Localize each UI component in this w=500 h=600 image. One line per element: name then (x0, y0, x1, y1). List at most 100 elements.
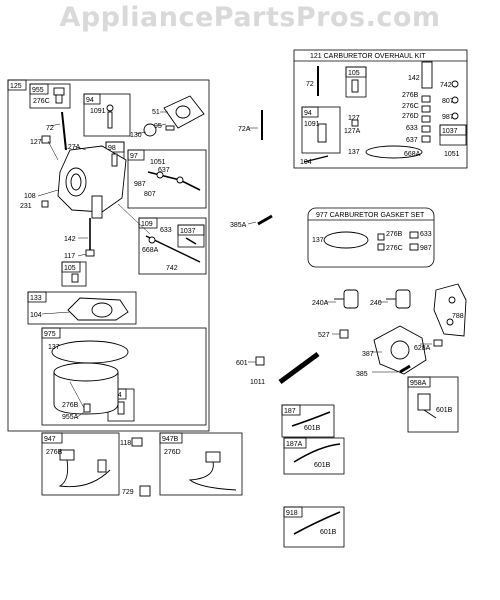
part-label-51: 51 (152, 109, 160, 116)
box-overhaul-kit (293, 49, 468, 169)
part-label-527: 527 (318, 332, 330, 339)
box-125 (7, 79, 210, 432)
gasket-label-633: 633 (420, 231, 432, 238)
part-label-601b-187a: 601B (314, 462, 331, 469)
kit-label-987: 987 (442, 114, 454, 121)
part-label-601b-958a: 601B (436, 407, 453, 414)
box-975 (41, 327, 207, 426)
kit-label-637: 637 (406, 137, 418, 144)
part-240a-filter (343, 289, 359, 309)
box-918 (283, 506, 345, 548)
part-label-108: 108 (24, 193, 36, 200)
label-98: 98 (108, 145, 116, 152)
part-label-95: 95 (154, 123, 162, 130)
box-947 (41, 432, 120, 496)
part-label-955a: 955A (62, 414, 79, 421)
part-label-142: 142 (64, 236, 76, 243)
watermark: AppliancePartsPros.com (59, 2, 441, 33)
part-label-788: 788 (452, 313, 464, 320)
part-label-117: 117 (64, 253, 75, 260)
label-overhaul-kit: 121 CARBURETOR OVERHAUL KIT (310, 53, 426, 60)
kit-label-142: 142 (408, 75, 420, 82)
label-109: 109 (141, 221, 153, 228)
part-label-231: 231 (20, 203, 32, 210)
label-133: 133 (30, 295, 42, 302)
label-97: 97 (130, 153, 138, 160)
part-label-601: 601 (236, 360, 248, 367)
kit-label-633: 633 (406, 125, 418, 132)
part-label-276d: 276D (164, 449, 181, 456)
label-1037: 1037 (180, 228, 196, 235)
part-label-385a: 385A (230, 222, 247, 229)
part-label-1051: 1051 (150, 159, 166, 166)
box-947b (159, 432, 243, 496)
kit-label-127: 127 (348, 115, 360, 122)
part-label-628a: 628A (414, 345, 431, 352)
label-958a: 958A (410, 380, 427, 387)
box-94 (83, 93, 131, 137)
gasket-ring (323, 231, 369, 249)
part-label-637: 637 (158, 167, 170, 174)
label-105: 105 (64, 265, 76, 272)
part-label-1091: 1091 (90, 108, 106, 115)
kit-gasket (365, 145, 423, 159)
part-label-987: 987 (134, 181, 146, 188)
part-label-240a: 240A (312, 300, 329, 307)
part-label-729: 729 (122, 489, 134, 496)
kit-label-104: 104 (300, 159, 312, 166)
label-kit-105: 105 (348, 70, 360, 77)
kit-label-742: 742 (440, 82, 452, 89)
label-gasket-set: 977 CARBURETOR GASKET SET (316, 212, 425, 219)
label-94: 94 (86, 97, 94, 104)
part-240-filter (395, 289, 411, 309)
part-label-1011: 1011 (250, 379, 265, 386)
label-125: 125 (10, 83, 22, 90)
kit-label-276b: 276B (402, 92, 419, 99)
kit-label-807: 807 (442, 98, 454, 105)
kit-label-72: 72 (306, 81, 314, 88)
part-label-127a: 127A (64, 144, 81, 151)
gasket-label-987: 987 (420, 245, 432, 252)
part-label-240: 240 (370, 300, 382, 307)
box-gasket-set (307, 207, 435, 268)
part-label-601b-918: 601B (320, 529, 337, 536)
box-97 (127, 149, 207, 209)
gasket-label-276b: 276B (386, 231, 403, 238)
part-788-bracket (433, 283, 467, 337)
kit-label-127a: 127A (344, 128, 361, 135)
part-label-276b-947: 276B (46, 449, 63, 456)
part-1011-hose (278, 351, 320, 385)
kit-label-276d: 276D (402, 113, 419, 120)
gasket-label-276c: 276C (386, 245, 403, 252)
part-label-137: 137 (48, 344, 60, 351)
kit-label-137: 137 (348, 149, 360, 156)
box-kit-94 (301, 106, 341, 154)
label-kit-1037: 1037 (442, 128, 458, 135)
kit-label-1051: 1051 (444, 151, 460, 158)
kit-label-276c: 276C (402, 103, 419, 110)
label-955: 955 (32, 87, 44, 94)
part-label-118: 118 (120, 440, 131, 447)
kit-label-1091: 1091 (304, 121, 320, 128)
gasket-label-137: 137 (312, 237, 324, 244)
label-947: 947 (44, 436, 56, 443)
part-label-742: 742 (166, 265, 178, 272)
box-958a (407, 376, 459, 433)
box-187 (281, 404, 335, 438)
kit-label-668a: 668A (404, 151, 421, 158)
part-label-130: 130 (130, 132, 142, 139)
label-kit-94: 94 (304, 110, 312, 117)
part-label-276b: 276B (62, 402, 79, 409)
box-133 (27, 291, 137, 325)
part-label-127: 127 (30, 139, 42, 146)
box-955 (29, 83, 71, 109)
part-label-668a: 668A (142, 247, 159, 254)
part-label-72a: 72A (238, 126, 251, 133)
box-109 (138, 217, 207, 275)
part-label-385: 385 (356, 371, 368, 378)
label-975: 975 (44, 331, 56, 338)
part-label-601b-187: 601B (304, 425, 321, 432)
label-187: 187 (284, 408, 296, 415)
label-947b: 947B (162, 436, 179, 443)
